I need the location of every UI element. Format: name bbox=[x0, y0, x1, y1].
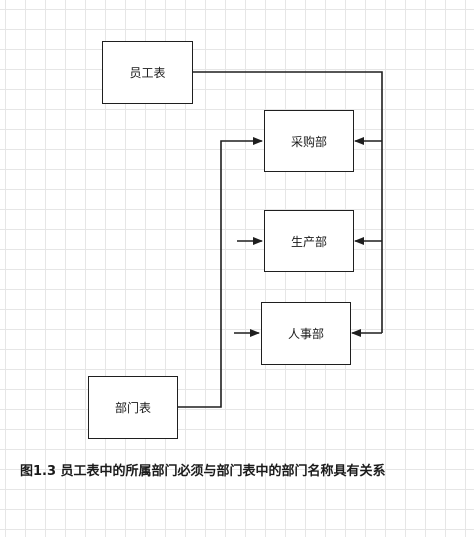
production-dept-node: 生产部 bbox=[264, 210, 354, 272]
connector-dept-trunk bbox=[178, 137, 263, 408]
dept-table-label: 部门表 bbox=[114, 401, 151, 415]
employee-table-node: 员工表 bbox=[102, 41, 193, 104]
dept-table-node: 部门表 bbox=[88, 376, 178, 439]
purchasing-dept-node: 采购部 bbox=[264, 110, 354, 172]
figure-caption: 图1.3 员工表中的所属部门必须与部门表中的部门名称具有关系 bbox=[20, 464, 386, 479]
hr-dept-node: 人事部 bbox=[261, 302, 351, 365]
hr-dept-label: 人事部 bbox=[287, 327, 324, 341]
employee-table-label: 员工表 bbox=[129, 66, 166, 80]
purchasing-dept-label: 采购部 bbox=[290, 134, 327, 149]
production-dept-label: 生产部 bbox=[290, 234, 327, 249]
